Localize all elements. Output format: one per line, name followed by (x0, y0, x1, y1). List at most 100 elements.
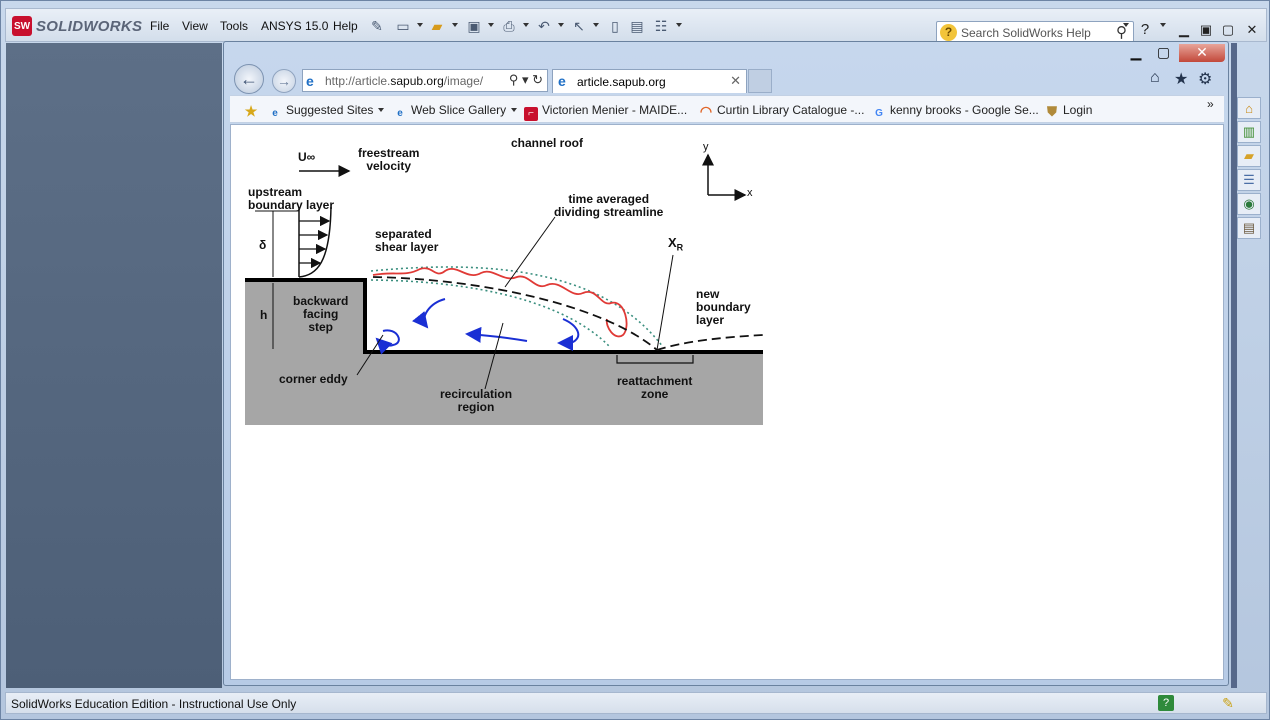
new-document-icon[interactable]: ▭ (396, 17, 410, 34)
rebuild-icon[interactable]: ▯ (611, 17, 619, 34)
chevron-down-icon (511, 108, 518, 112)
home-icon[interactable]: ⌂ (1237, 97, 1261, 119)
search-icon[interactable]: ⚲ (1116, 24, 1127, 41)
wall-outline (245, 278, 763, 354)
address-tools[interactable]: ⚲ ▾ ↻ (508, 72, 543, 87)
favorite-login[interactable]: ⛊Login (1045, 103, 1092, 119)
save-dropdown-icon[interactable] (488, 23, 494, 27)
label-recirculation-region: recirculation region (440, 387, 513, 414)
search-icon[interactable]: ⚲ (508, 72, 519, 87)
close-icon[interactable]: ✕ (1246, 22, 1258, 37)
custom-properties-icon[interactable]: ▤ (1237, 217, 1261, 239)
label-backward-facing-step: backward facing step (293, 294, 349, 334)
label-xr: XR (668, 235, 684, 253)
recirculation-arrow-1 (412, 298, 446, 329)
solidworks-logo[interactable]: SW SOLIDWORKS (12, 16, 142, 36)
browser-maximize-icon[interactable]: ▢ (1156, 44, 1171, 60)
help-status-icon[interactable]: ? (1158, 695, 1174, 711)
leader-recirculation (484, 322, 504, 390)
flow-diagram: U∞ freestream velocity channel roof y x … (245, 131, 775, 431)
menu-ansys[interactable]: ANSYS 15.0 (261, 19, 329, 33)
tab-page-icon: e (558, 73, 566, 89)
options-dropdown-icon[interactable] (676, 23, 682, 27)
design-library-icon[interactable]: ▥ (1237, 121, 1261, 143)
browser-tab[interactable]: e article.sapub.org ✕ (552, 69, 747, 93)
ie-page-icon: e (272, 108, 278, 119)
tools-gear-icon[interactable]: ⚙ (1198, 71, 1213, 88)
file-properties-icon[interactable]: ▤ (630, 17, 644, 34)
select-cursor-icon[interactable]: ↖ (573, 17, 585, 34)
favorite-victorien-menier[interactable]: ⌐Victorien Menier - MAIDE... (524, 103, 687, 121)
help-question-icon: ? (940, 24, 957, 41)
pin-icon[interactable]: ✎ (371, 17, 383, 34)
select-dropdown-icon[interactable] (593, 23, 599, 27)
graphics-area-background (6, 43, 222, 688)
tab-title: article.sapub.org (577, 75, 666, 89)
browser-close-icon[interactable]: ✕ (1179, 44, 1225, 62)
undo-icon[interactable]: ↶ (538, 17, 550, 34)
graphics-area-edge (1231, 43, 1237, 688)
favorites-bar-star-icon[interactable]: ★ (244, 103, 258, 119)
undo-dropdown-icon[interactable] (558, 23, 564, 27)
status-text: SolidWorks Education Edition - Instructi… (11, 697, 297, 711)
address-url[interactable]: http://article.sapub.org/image/ (325, 74, 484, 88)
label-h: h (260, 308, 268, 322)
view-palette-icon[interactable]: ☰ (1237, 169, 1261, 191)
label-reattachment-zone: reattachment zone (617, 374, 693, 401)
label-upstream-boundary-layer: upstream boundary layer (248, 185, 335, 212)
task-pane: ⌂ ▥ ▰ ☰ ◉ ▤ (1237, 97, 1263, 247)
browser-minimize-icon[interactable]: ▁ (1130, 44, 1142, 60)
solidworks-logo-text: SOLIDWORKS (36, 17, 143, 35)
appearances-icon[interactable]: ◉ (1237, 193, 1261, 215)
rebuild-status-icon[interactable]: ✎ (1222, 695, 1234, 711)
status-bar: SolidWorks Education Edition - Instructi… (5, 692, 1267, 714)
open-folder-icon[interactable]: ▰ (431, 17, 443, 34)
label-separated-shear-layer: separated shear layer (375, 227, 439, 254)
solidworks-menubar: SW SOLIDWORKS File View Tools ANSYS 15.0… (5, 8, 1267, 43)
label-freestream-velocity: freestream velocity (358, 146, 420, 173)
recirculation-arrow-3 (557, 318, 580, 351)
label-time-averaged-streamline: time averaged dividing streamline (554, 192, 664, 219)
home-icon[interactable]: ⌂ (1150, 69, 1160, 86)
search-dropdown-icon[interactable] (1123, 23, 1129, 27)
open-dropdown-icon[interactable] (452, 23, 458, 27)
label-u-infinity: U∞ (298, 150, 316, 164)
menu-help[interactable]: Help (333, 19, 358, 33)
save-icon[interactable]: ▣ (467, 17, 481, 34)
help-icon[interactable]: ? (1140, 21, 1150, 38)
favorite-curtin-library[interactable]: ◠Curtin Library Catalogue -... (699, 103, 865, 119)
browser-window: ▁ ▢ ✕ ← → e http://article.sapub.org/ima… (223, 41, 1229, 686)
chevron-down-icon (378, 108, 385, 112)
new-tab-button[interactable] (748, 69, 772, 93)
solidworks-logo-icon: SW (12, 16, 32, 36)
minimize-icon[interactable]: ▁ (1179, 22, 1189, 37)
options-icon[interactable]: ☷ (654, 17, 668, 34)
refresh-icon[interactable]: ↻ (532, 72, 543, 87)
print-icon[interactable]: ⎙ (503, 17, 515, 34)
help-dropdown-icon[interactable] (1160, 23, 1166, 27)
leader-dividing-streamline (504, 216, 556, 288)
print-dropdown-icon[interactable] (523, 23, 529, 27)
menu-file[interactable]: File (150, 19, 170, 33)
red-logo-icon: ⌐ (524, 107, 538, 121)
shear-layer-upper-bound (370, 266, 664, 348)
back-button[interactable]: ← (234, 64, 264, 94)
forward-button[interactable]: → (272, 69, 296, 93)
leader-xr (656, 254, 674, 351)
restore-icon[interactable]: ▣ (1199, 22, 1213, 37)
maximize-icon[interactable]: ▢ (1221, 22, 1235, 37)
favorites-star-icon[interactable]: ★ (1174, 71, 1189, 88)
menu-view[interactable]: View (182, 19, 208, 33)
solidworks-help-search[interactable]: ? Search SolidWorks Help ⚲ (936, 21, 1134, 43)
file-explorer-icon[interactable]: ▰ (1237, 145, 1261, 167)
tab-close-icon[interactable]: ✕ (730, 73, 741, 88)
menu-tools[interactable]: Tools (220, 19, 249, 33)
new-dropdown-icon[interactable] (417, 23, 423, 27)
corner-eddy-arrow (375, 329, 400, 355)
favorites-overflow-icon[interactable]: » (1207, 97, 1214, 111)
address-bar[interactable]: e http://article.sapub.org/image/ ⚲ ▾ ↻ (302, 69, 548, 92)
